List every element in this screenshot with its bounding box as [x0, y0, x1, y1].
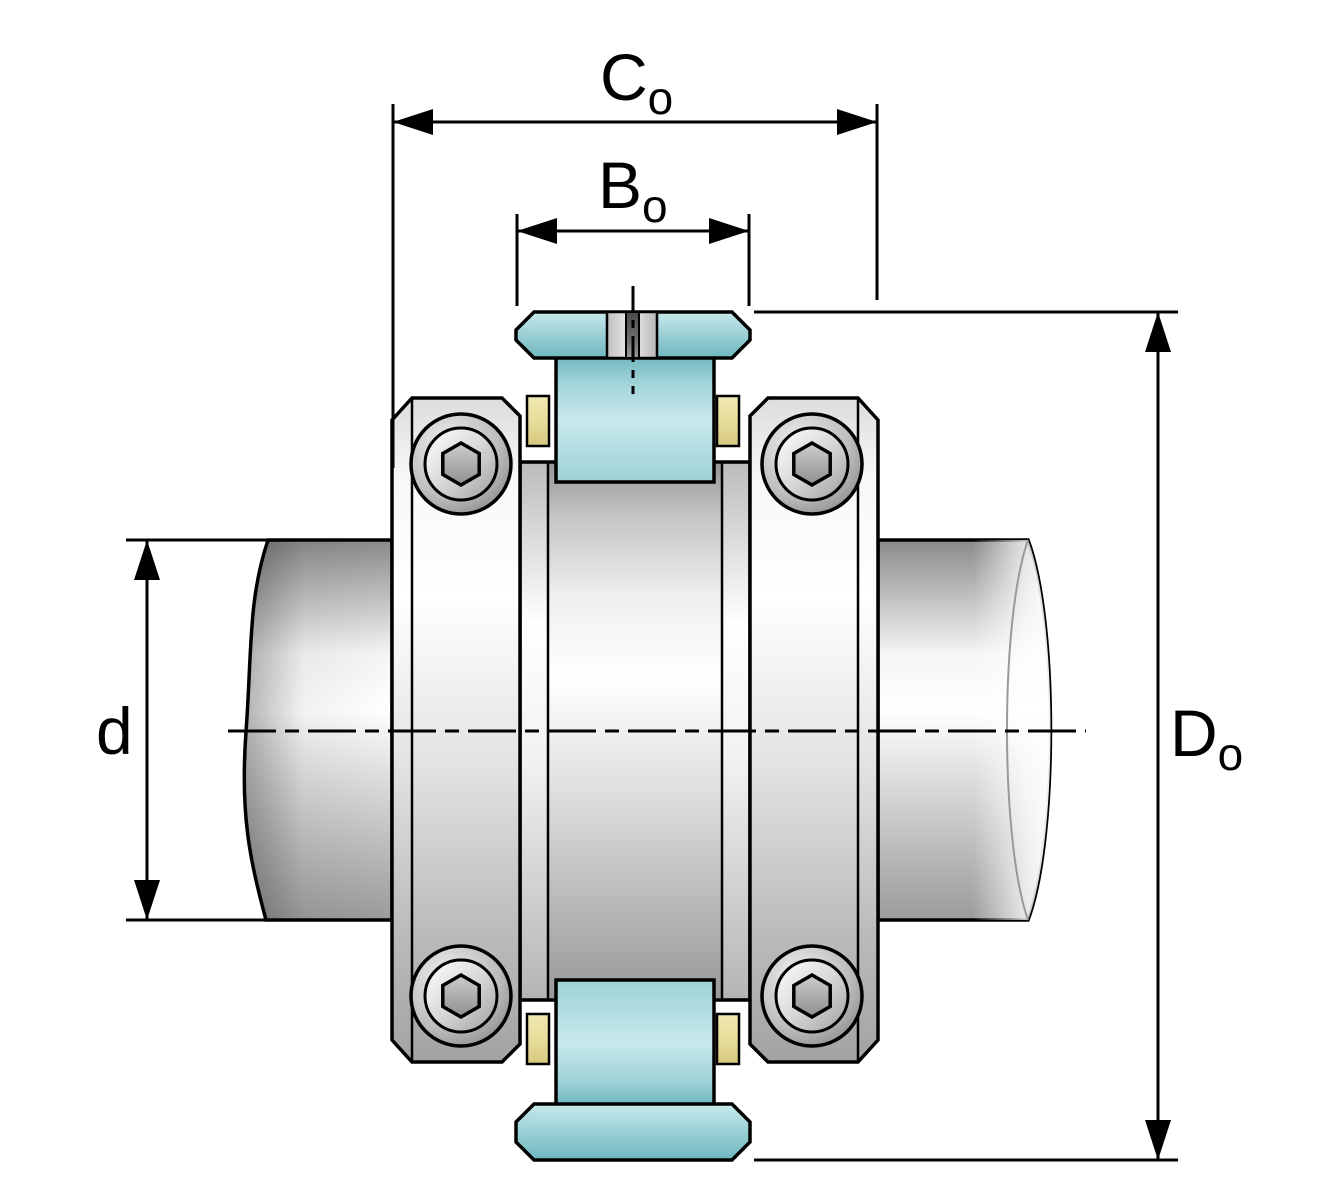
hex-socket-screw-bottom-right — [760, 944, 864, 1048]
hex-socket-screw-top-left — [409, 412, 513, 516]
dim-label-d: d — [96, 694, 133, 768]
b0-arrow-right — [709, 218, 749, 244]
dim-label-c0: Co — [600, 40, 673, 124]
end-cap-bottom — [514, 1102, 752, 1162]
hex-socket-screw-top-right — [760, 412, 864, 516]
dimension-d0: Do — [754, 310, 1243, 1162]
seal-carrier-bottom — [554, 978, 716, 1108]
dim-label-b0: Bo — [598, 148, 668, 232]
cage-strip-bottom-right — [715, 1012, 741, 1066]
d-arrow-bottom — [134, 880, 160, 920]
cage-strip-top-right — [715, 394, 741, 448]
dim-label-d0: Do — [1170, 696, 1243, 780]
c0-arrow-left — [393, 109, 433, 135]
d0-arrow-bottom — [1145, 1120, 1171, 1160]
d-arrow-top — [134, 540, 160, 580]
d0-arrow-top — [1145, 312, 1171, 352]
b0-arrow-left — [517, 218, 557, 244]
c0-arrow-right — [837, 109, 877, 135]
bearing-unit — [390, 310, 880, 1162]
cage-strip-top-left — [525, 394, 551, 448]
seal-carrier-top — [554, 354, 716, 484]
centerlines — [228, 286, 1086, 733]
hex-socket-screw-bottom-left — [409, 944, 513, 1048]
dimension-c0: Co — [391, 40, 879, 468]
dimension-d: d — [96, 538, 312, 922]
cage-strip-bottom-left — [525, 1012, 551, 1066]
dimension-b0: Bo — [515, 148, 751, 306]
